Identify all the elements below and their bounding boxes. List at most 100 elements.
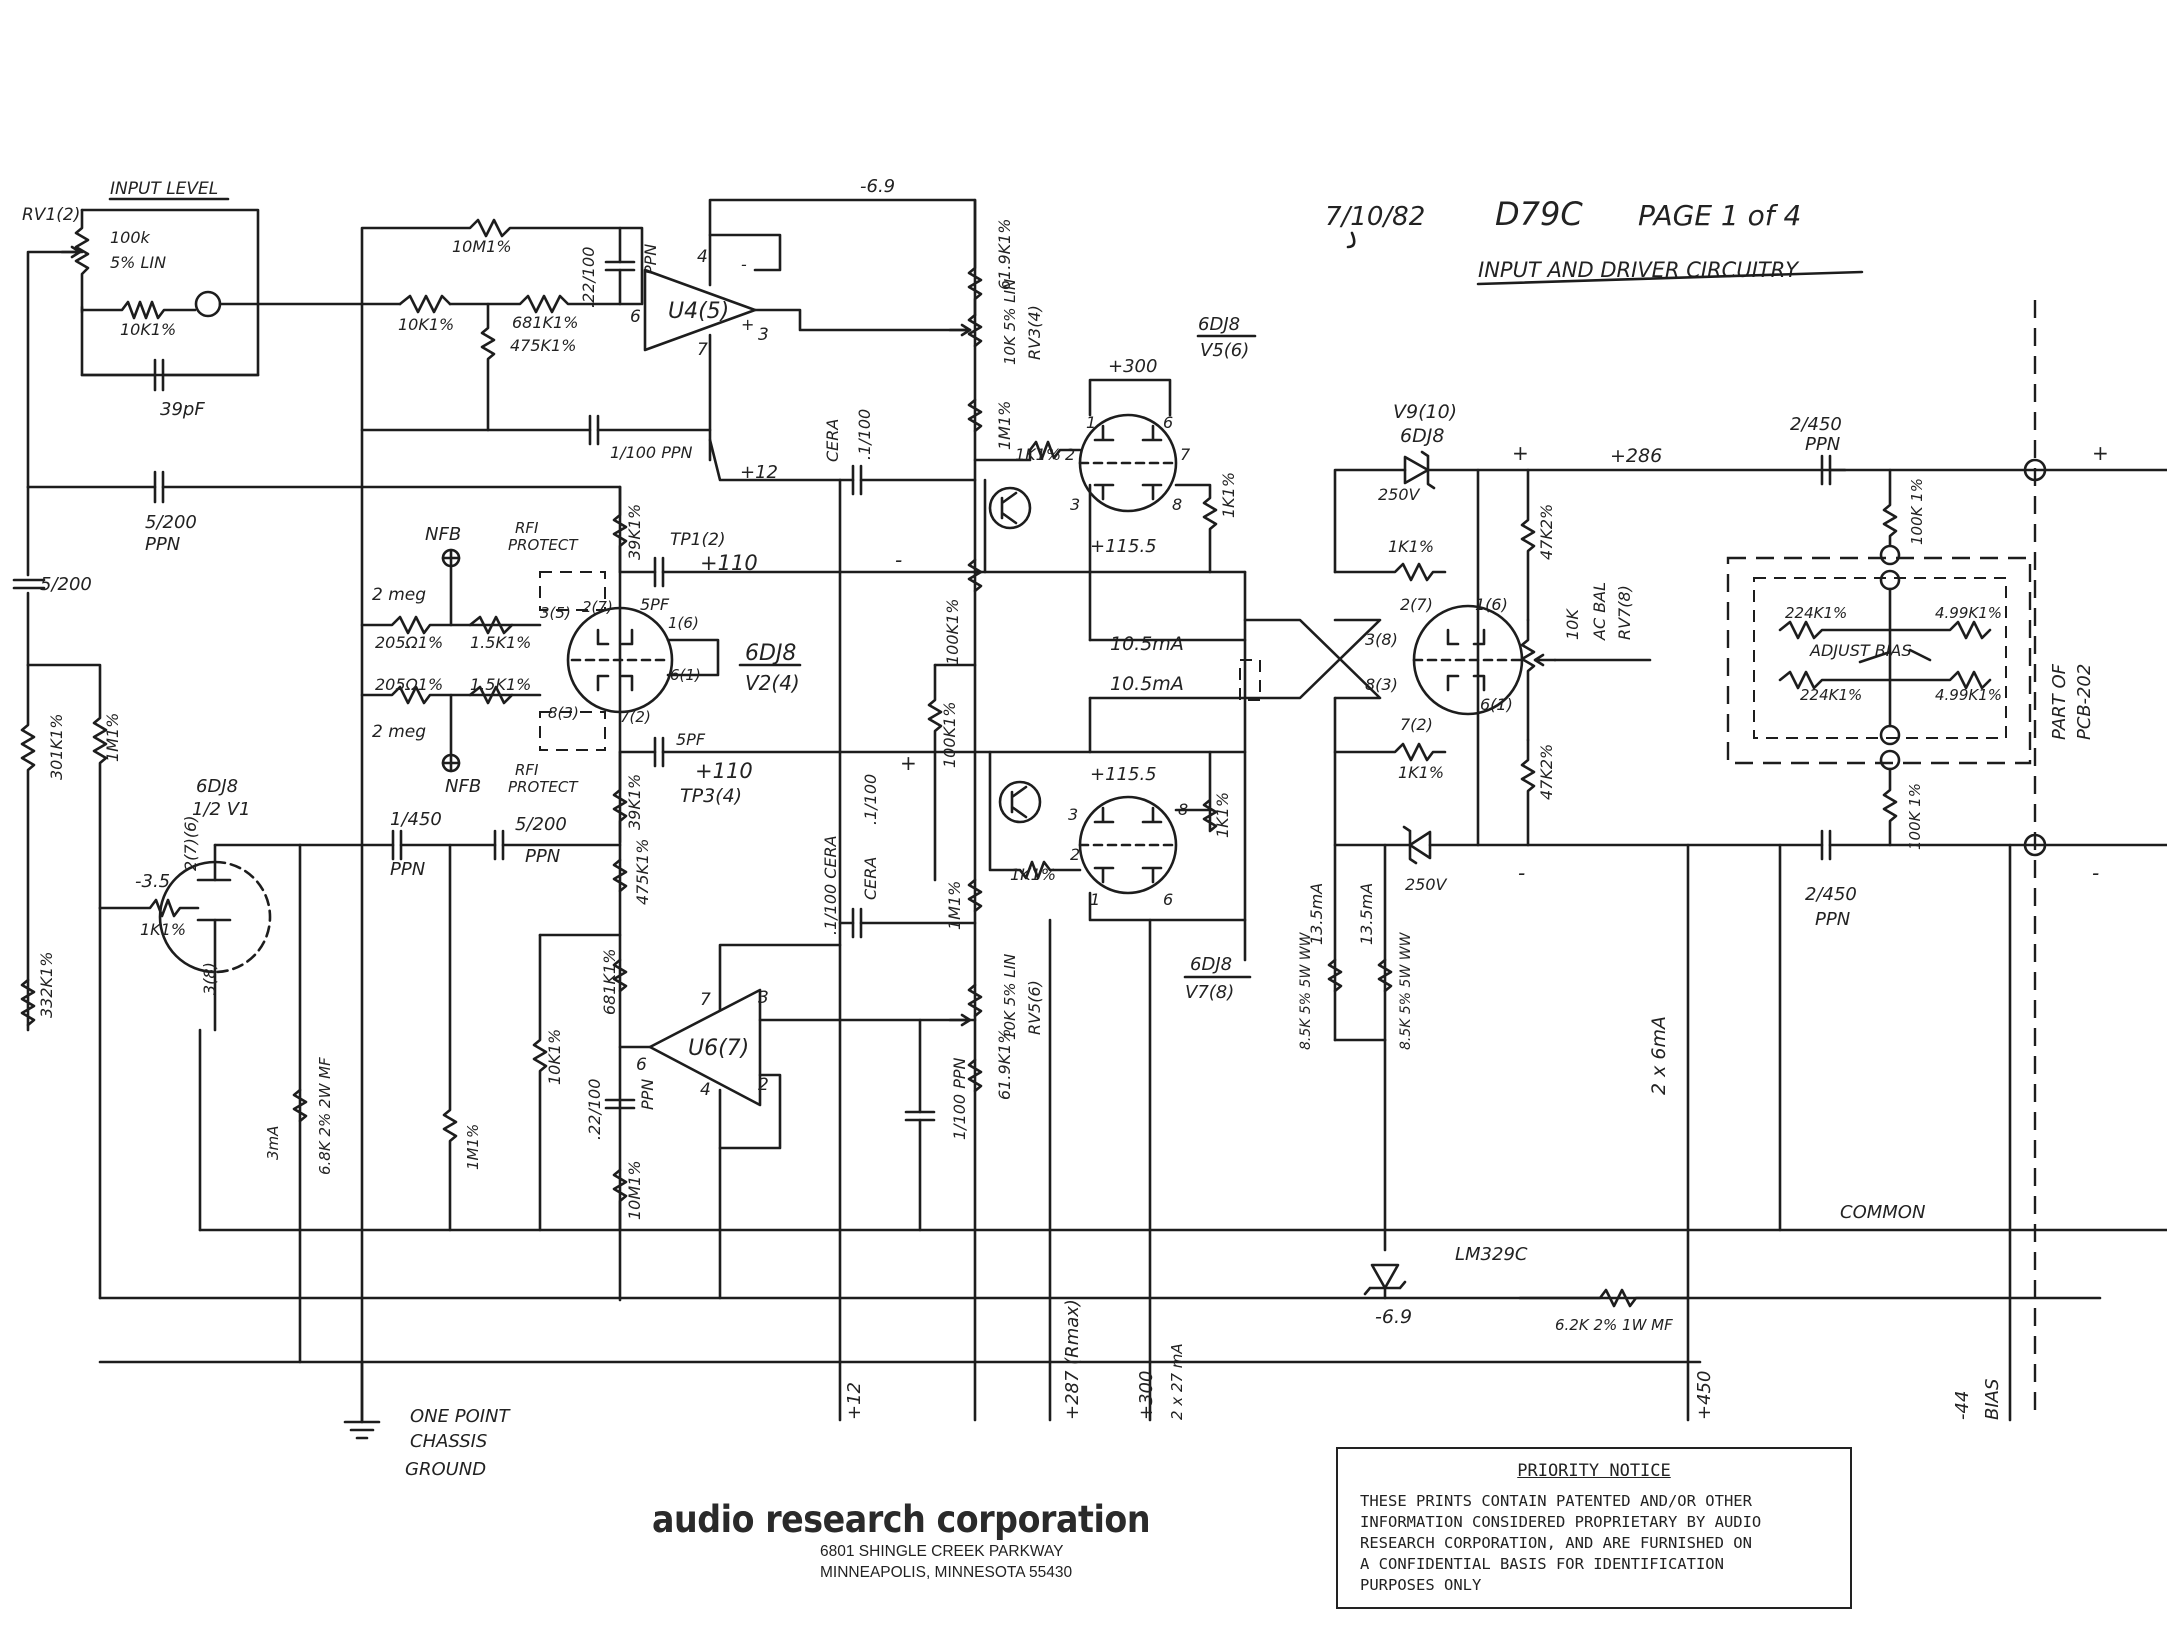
input-section: RV1(2) INPUT LEVEL 100k 5% LIN 10K1% 39p…	[12, 179, 622, 1032]
label-rail-450: +450	[1694, 1371, 1715, 1420]
label-v9: V9(10)	[1393, 401, 1457, 423]
label-v5-p2: 2	[1065, 445, 1075, 464]
label-v-1155-b: +115.5	[1090, 764, 1157, 785]
label-c-5-200-c: 5/200	[515, 814, 567, 835]
label-ground-1: ONE POINT	[410, 1406, 512, 1427]
label-rfi-prot-a: PROTECT	[508, 536, 579, 554]
label-v9-p6: 7(2)	[1400, 715, 1433, 734]
resistor-1k-e	[988, 750, 1082, 880]
label-v1-bias: -3.5	[135, 871, 170, 892]
label-r-100k-a: 100K1%	[943, 599, 962, 665]
label-r-499k-a: 4.99K1%	[1935, 604, 2002, 622]
resistor-681k-b	[612, 958, 628, 993]
label-r-10m-b: 10M1%	[625, 1160, 644, 1220]
pot-wiper-arrow	[60, 245, 82, 259]
label-r-15k-a: 1.5K1%	[470, 633, 531, 652]
bias-node-d	[1879, 749, 1901, 771]
label-nfb-b: NFB	[445, 776, 481, 797]
label-ma-135-a: 13.5mA	[1307, 883, 1326, 945]
label-r-10m: 10M1%	[452, 237, 512, 256]
v9-section: V9(10) 6DJ8 250V + +286 2/450 PPN + 1K1%…	[1239, 401, 2167, 930]
zener-a-icon	[1403, 455, 1430, 485]
wire-u4-p4	[708, 233, 782, 287]
rv3-wiper-arrow	[948, 323, 972, 337]
input-jack-icon	[194, 290, 222, 318]
label-c-1-100-a: .1/100	[855, 409, 874, 460]
notice-body: THESE PRINTS CONTAIN PATENTED AND/OR OTH…	[1360, 1492, 1762, 1594]
rfi-protect-box-b	[539, 711, 606, 751]
resistor-1k-b	[973, 440, 1082, 462]
v2-section: NFB RFI PROTECT 2 meg 205Ω1% 1.5K1% 39K1…	[360, 428, 1247, 1422]
label-r-100k-d: 100K 1%	[1906, 783, 1924, 850]
resistor-619k-b	[967, 1058, 983, 1093]
label-pot-taper: 5% LIN	[110, 253, 166, 272]
label-r-10k-in: 10K1%	[120, 320, 176, 339]
resistor-10k-input	[80, 300, 197, 320]
jfet-b-symbol	[1010, 785, 1028, 819]
zener-b-bar	[1402, 825, 1418, 865]
label-tp3: TP3(4)	[680, 785, 742, 807]
resistor-10k-c	[532, 933, 548, 1232]
bias-node-c	[1879, 724, 1901, 746]
label-r-47k-a: 47K2%	[1537, 504, 1556, 560]
resistor-475k-a	[480, 302, 496, 432]
resistor-39k-a	[612, 485, 628, 574]
company-address-2: MINNEAPOLIS, MINNESOTA 55430	[820, 1564, 1073, 1581]
resistor-224k-b	[1778, 670, 1892, 690]
label-c-1-100-cera: .1/100 CERA	[821, 835, 840, 935]
label-v9-p2: 1(6)	[1475, 595, 1508, 614]
tube-v2-envelope	[566, 606, 674, 714]
label-rfi-a: RFI	[515, 519, 539, 537]
label-v5-p6: 6	[1163, 413, 1173, 432]
label-r-619k-b: 61.9K1%	[995, 1029, 1014, 1101]
label-pot-10k: 10K	[1563, 608, 1582, 640]
resistor-499k-b	[1888, 670, 1992, 690]
label-c-5-200-a: 5/200	[145, 512, 197, 533]
label-plus-a: +	[1512, 441, 1529, 465]
label-v7-p1: 1	[1090, 890, 1100, 909]
label-v9-p3: 3(8)	[1365, 630, 1398, 649]
label-v-1155-a: +115.5	[1090, 536, 1157, 557]
u4-plus-sign: +	[741, 315, 754, 334]
label-rfi-b: RFI	[515, 761, 539, 779]
wire-cross-b	[1243, 618, 1382, 700]
label-v5-p1: 1	[1086, 413, 1096, 432]
resistor-499k-a	[1888, 620, 1992, 640]
label-r-1m-c: 1M1%	[464, 1124, 482, 1170]
label-v2-p1: 2(7)	[582, 598, 613, 616]
resistor-1k-g	[1333, 742, 1447, 762]
label-input-level: INPUT LEVEL	[110, 179, 218, 199]
bias-node-b	[1879, 569, 1901, 591]
label-r-1k-g: 1K1%	[1398, 763, 1444, 782]
label-c-5pf: 5PF	[640, 595, 670, 614]
label-rail-12: +12	[844, 1382, 865, 1420]
resistor-475k-b	[612, 858, 628, 893]
label-r-301k: 301K1%	[47, 714, 66, 780]
label-tp1: TP1(2)	[670, 530, 726, 550]
tube-v5-electrodes	[1093, 424, 1163, 501]
ac-bal-wiper-arrow	[1533, 653, 1557, 667]
label-z-250v-a: 250V	[1378, 485, 1421, 504]
label-ac-bal: AC BAL	[1590, 582, 1609, 641]
label-ma-105-b: 10.5mA	[1110, 673, 1184, 695]
label-u4-p7: 7	[697, 340, 708, 360]
notice-title: PRIORITY NOTICE	[1517, 1461, 1671, 1481]
label-r-681k-b: 681K1%	[600, 949, 619, 1015]
label-v2-p5: 8(3)	[548, 704, 579, 722]
label-rail-287: +287 (Rmax)	[1062, 1299, 1083, 1420]
label-r-62k: 6.2K 2% 1W MF	[1555, 1316, 1673, 1334]
reference-zener-icon	[1370, 1263, 1400, 1290]
tube-v2-electrodes	[596, 628, 634, 692]
resistor-301k	[20, 663, 36, 1032]
resistor-1m-b	[967, 398, 983, 433]
label-v2-p3: 3(5)	[540, 604, 571, 622]
label-r-681k-a: 681K1%	[512, 313, 578, 332]
label-c-2-450-b: 2/450	[1805, 884, 1857, 905]
label-ppn-d: PPN	[525, 846, 560, 867]
resistor-619k-a	[967, 198, 983, 317]
label-rail-bias: BIAS	[1982, 1379, 2003, 1420]
resistor-205-a	[360, 615, 542, 635]
label-part-of: PART OF	[2049, 663, 2070, 740]
resistor-68k-2w	[292, 1088, 308, 1123]
label-v9-p4: 8(3)	[1365, 675, 1398, 694]
